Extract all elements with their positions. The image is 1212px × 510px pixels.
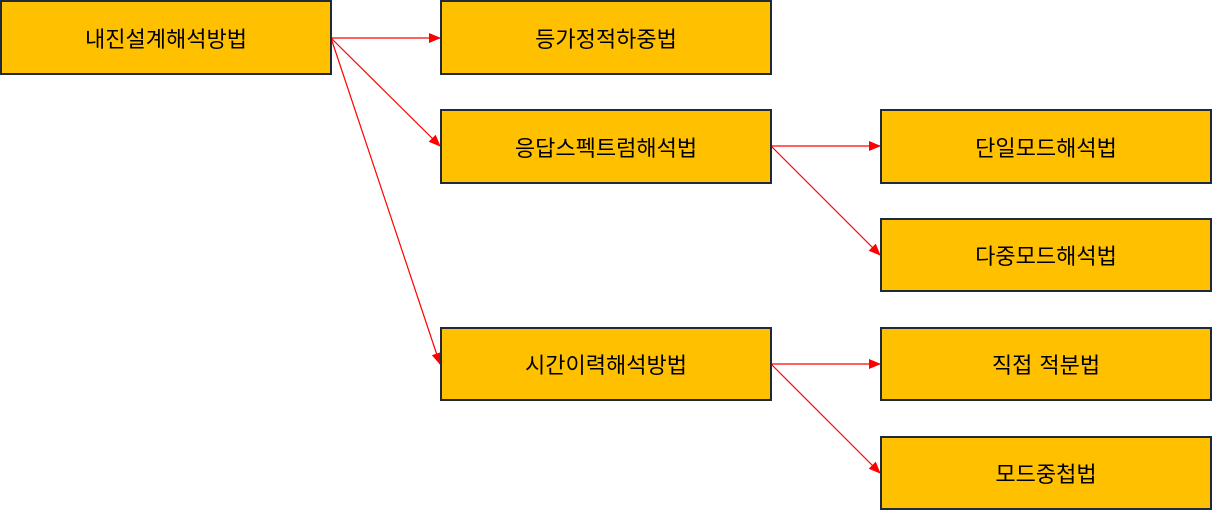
node-equivalent-static-load-method: 등가정적하중법: [440, 0, 772, 75]
edge-root-to-time-history: [330, 37, 442, 365]
node-modal-superposition-method: 모드중첩법: [880, 436, 1212, 510]
edge-root-to-response-spectrum: [330, 37, 441, 147]
node-multi-mode-analysis: 다중모드해석법: [880, 218, 1212, 292]
node-direct-integration-method: 직접 적분법: [880, 327, 1212, 401]
edge-response-spectrum-to-multi-mode: [770, 145, 881, 256]
node-time-history-analysis: 시간이력해석방법: [440, 327, 772, 401]
node-response-spectrum-analysis: 응답스펙트럼해석법: [440, 109, 772, 184]
node-root-seismic-design-analysis: 내진설계해석방법: [0, 0, 332, 75]
edge-time-history-to-modal-superposition: [770, 363, 881, 474]
node-single-mode-analysis: 단일모드해석법: [880, 109, 1212, 184]
